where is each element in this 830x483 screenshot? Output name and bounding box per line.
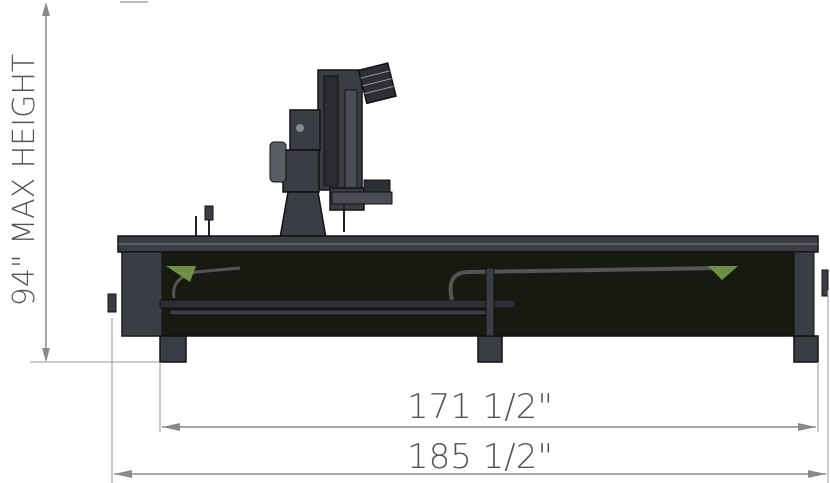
- outer-width-label: 185 1/2": [407, 437, 553, 477]
- dust-shoe: [331, 191, 393, 205]
- gantry-leg: [279, 191, 327, 239]
- green-clamp-left: [166, 266, 196, 282]
- height-arrow-bottom: [42, 348, 50, 362]
- bed-side-panel: [121, 251, 809, 337]
- carriage-side-motor: [269, 141, 287, 183]
- left-control-box: [107, 293, 117, 313]
- outer-arrow-right: [808, 470, 826, 478]
- cable-tray: [159, 299, 516, 309]
- right-end-plate: [793, 251, 815, 337]
- right-handle: [821, 269, 829, 297]
- height-label: 94" MAX HEIGHT: [7, 54, 42, 307]
- inner-width-dimension: 171 1/2": [159, 362, 819, 432]
- leg-left: [159, 335, 187, 363]
- middle-post: [485, 267, 495, 337]
- inner-width-label: 171 1/2": [407, 387, 553, 427]
- z-axis-plate: [344, 89, 358, 191]
- dust-nozzle: [195, 205, 214, 236]
- table-frame: [107, 235, 829, 363]
- z-axis-rail: [323, 75, 339, 187]
- carriage-upper-block: [289, 109, 321, 151]
- z-motor: [357, 62, 397, 105]
- height-dimension: 94" MAX HEIGHT: [7, 1, 160, 363]
- inner-arrow-left: [162, 423, 180, 431]
- leg-right: [793, 335, 819, 363]
- outer-arrow-left: [114, 470, 132, 478]
- inner-arrow-right: [798, 423, 816, 431]
- height-arrow-top: [42, 2, 50, 16]
- leg-middle: [477, 335, 503, 363]
- lower-rail: [169, 309, 489, 316]
- left-end-plate: [121, 251, 163, 337]
- carriage-bolt: [296, 124, 304, 132]
- green-clamp-right: [708, 266, 738, 280]
- cable-hose: [172, 266, 241, 299]
- outer-width-dimension: 185 1/2": [111, 290, 829, 483]
- carriage-lower-block: [282, 149, 320, 193]
- vacuum-hose: [448, 266, 721, 301]
